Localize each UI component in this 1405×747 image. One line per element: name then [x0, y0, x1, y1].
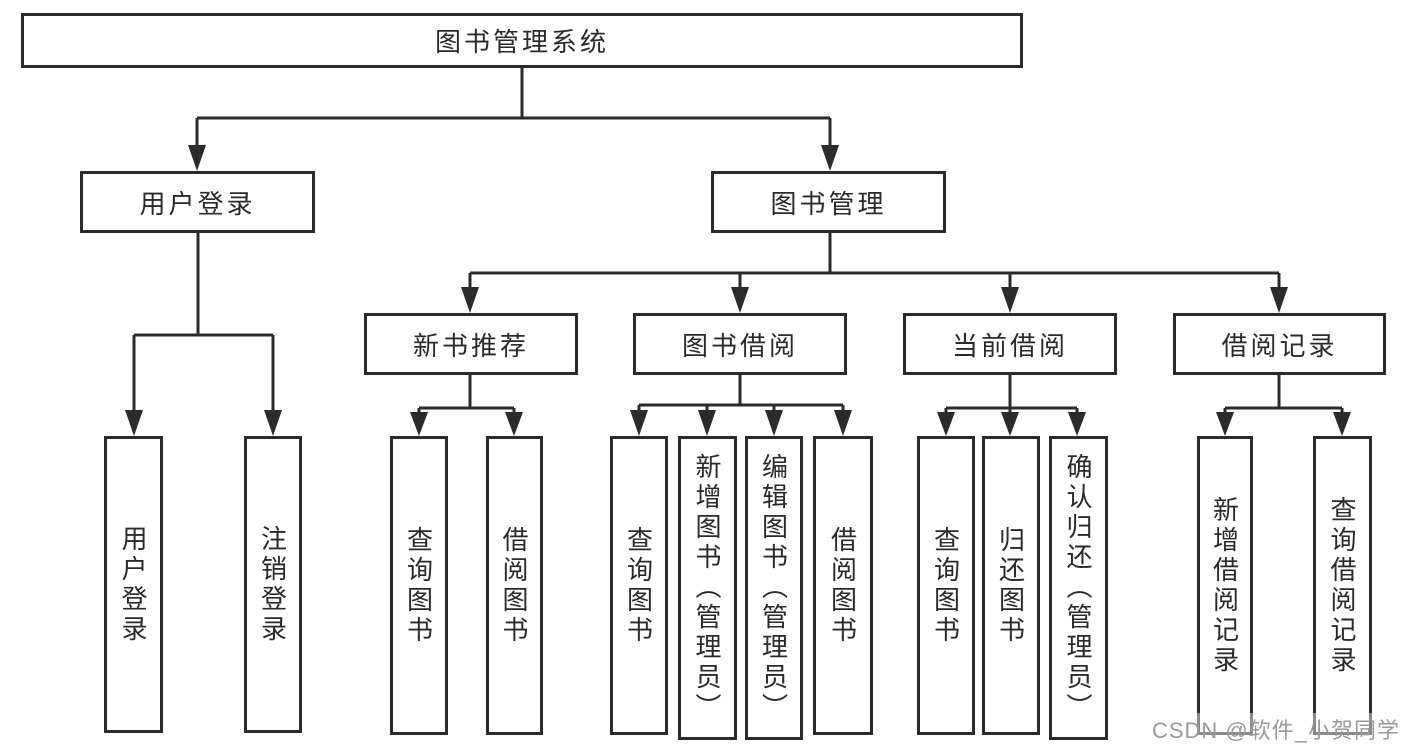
leaf-return-book-label: 归还图书: [995, 525, 1026, 646]
root-node-label: 图书管理系统: [434, 27, 609, 57]
leaf-edit-book-admin: 编辑图书（管理员）: [745, 436, 803, 740]
leaf-query-books-recommend: 查询图书: [390, 436, 448, 735]
group-book-borrow-label: 图书借阅: [681, 330, 798, 361]
leaf-borrow-books: 借阅图书: [813, 436, 873, 735]
group-new-book-recommend: 新书推荐: [364, 313, 578, 375]
group-borrow-records: 借阅记录: [1173, 313, 1386, 375]
leaf-borrow-books-label: 借阅图书: [827, 525, 858, 646]
connector-newbook-to-leaves: [410, 375, 523, 436]
csdn-watermark: CSDN @软件_小贺同学: [1149, 713, 1402, 745]
leaf-add-book-admin-label: 新增图书（管理员）: [692, 453, 722, 723]
connector-root-to-level1: [188, 68, 839, 171]
leaf-query-books-recommend-label: 查询图书: [403, 525, 434, 646]
leaf-query-books-borrow: 查询图书: [610, 436, 668, 735]
leaf-user-login-label: 用户登录: [118, 524, 148, 645]
leaf-confirm-return-admin: 确认归还（管理员）: [1049, 436, 1108, 740]
leaf-query-books-current: 查询图书: [917, 436, 975, 735]
root-node-library-system: 图书管理系统: [21, 13, 1023, 68]
branch-book-management-label: 图书管理: [770, 188, 887, 219]
leaf-borrow-books-recommend: 借阅图书: [486, 436, 543, 735]
group-new-book-recommend-label: 新书推荐: [412, 330, 529, 361]
branch-book-management: 图书管理: [711, 171, 946, 233]
leaf-query-borrow-record-label: 查询借阅记录: [1327, 495, 1357, 676]
group-borrow-records-label: 借阅记录: [1221, 330, 1338, 361]
leaf-logout-login: 注销登录: [244, 436, 302, 733]
leaf-confirm-return-admin-label: 确认归还（管理员）: [1063, 453, 1093, 723]
connector-currborrow-to-leaves: [937, 375, 1086, 436]
leaf-query-books-current-label: 查询图书: [930, 525, 961, 646]
group-current-borrow-label: 当前借阅: [951, 330, 1068, 361]
leaf-add-borrow-record-label: 新增借阅记录: [1209, 495, 1240, 676]
leaf-logout-login-label: 注销登录: [257, 524, 288, 645]
group-book-borrow: 图书借阅: [633, 313, 847, 375]
leaf-borrow-books-recommend-label: 借阅图书: [499, 525, 529, 646]
connector-borrowrec-to-leaves: [1216, 375, 1351, 436]
leaf-add-borrow-record: 新增借阅记录: [1197, 436, 1253, 735]
branch-user-login: 用户登录: [80, 171, 315, 233]
leaf-query-borrow-record: 查询借阅记录: [1313, 436, 1372, 735]
connector-bookborrow-to-leaves: [630, 375, 852, 436]
leaf-edit-book-admin-label: 编辑图书（管理员）: [758, 453, 789, 723]
leaf-query-books-borrow-label: 查询图书: [623, 525, 654, 646]
group-current-borrow: 当前借阅: [903, 313, 1117, 375]
branch-user-login-label: 用户登录: [139, 188, 256, 219]
leaf-add-book-admin: 新增图书（管理员）: [678, 436, 737, 740]
leaf-user-login: 用户登录: [104, 436, 163, 733]
connector-bookmgmt-to-level2: [461, 233, 1288, 313]
leaf-return-book: 归还图书: [982, 436, 1040, 735]
connector-userlogin-to-leaves: [125, 233, 282, 436]
